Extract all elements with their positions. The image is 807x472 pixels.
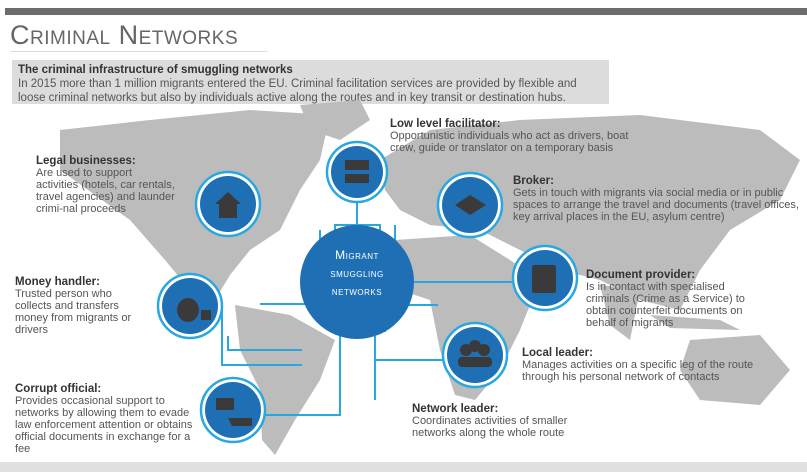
center-label: Migrant smuggling networks <box>301 246 413 300</box>
role-title: Network leader: <box>412 403 499 415</box>
top-bar <box>5 8 807 15</box>
role-text: Is in contact with specialised criminals… <box>586 281 745 329</box>
role-text: Are used to support activities (hotels, … <box>36 167 175 215</box>
south-america <box>235 305 335 455</box>
role-legal-businesses: Legal businesses:Are used to support act… <box>36 155 176 215</box>
people-icon <box>447 327 503 383</box>
role-text: Manages activities on a specific leg of … <box>522 359 754 383</box>
page-title: Criminal Networks <box>10 20 268 52</box>
australia <box>680 335 790 405</box>
center-circle <box>300 225 414 339</box>
transport-icon <box>331 146 383 198</box>
center-line-2: smuggling <box>330 266 384 280</box>
greenland <box>300 100 370 140</box>
role-title: Legal businesses: <box>36 155 136 167</box>
role-document-provider: Document provider:Is in contact with spe… <box>586 269 766 329</box>
role-text: Gets in touch with migrants via social m… <box>513 187 799 223</box>
center-line-1: Migrant <box>335 248 379 262</box>
role-title: Document provider: <box>586 269 696 281</box>
europe-asia <box>380 115 800 310</box>
center-line-3: networks <box>331 284 383 298</box>
bottom-bar <box>0 462 807 472</box>
india-sea <box>600 285 640 340</box>
role-text: Provides occasional support to networks … <box>15 395 193 455</box>
role-text: Opportunistic individuals who act as dri… <box>390 130 629 154</box>
role-broker: Broker:Gets in touch with migrants via s… <box>513 175 803 223</box>
role-title: Broker: <box>513 175 554 187</box>
role-corrupt-official: Corrupt official:Provides occasional sup… <box>15 383 200 455</box>
role-money-handler: Money handler:Trusted person who collect… <box>15 276 150 336</box>
intro-heading: The criminal infrastructure of smuggling… <box>18 64 293 76</box>
role-low-level-facilitator: Low level facilitator:Opportunistic indi… <box>390 118 650 154</box>
role-title: Low level facilitator: <box>390 118 501 130</box>
role-title: Money handler: <box>15 276 100 288</box>
role-local-leader: Local leader:Manages activities on a spe… <box>522 347 762 383</box>
role-network-leader: Network leader:Coordinates activities of… <box>412 403 592 439</box>
role-title: Corrupt official: <box>15 383 102 395</box>
role-title: Local leader: <box>522 347 593 359</box>
indonesia <box>650 315 740 330</box>
intro-box: The criminal infrastructure of smuggling… <box>12 60 609 104</box>
role-text: Trusted person who collects and transfer… <box>15 288 132 336</box>
role-text: Coordinates activities of smaller networ… <box>412 415 568 439</box>
intro-text: In 2015 more than 1 million migrants ent… <box>18 78 577 104</box>
